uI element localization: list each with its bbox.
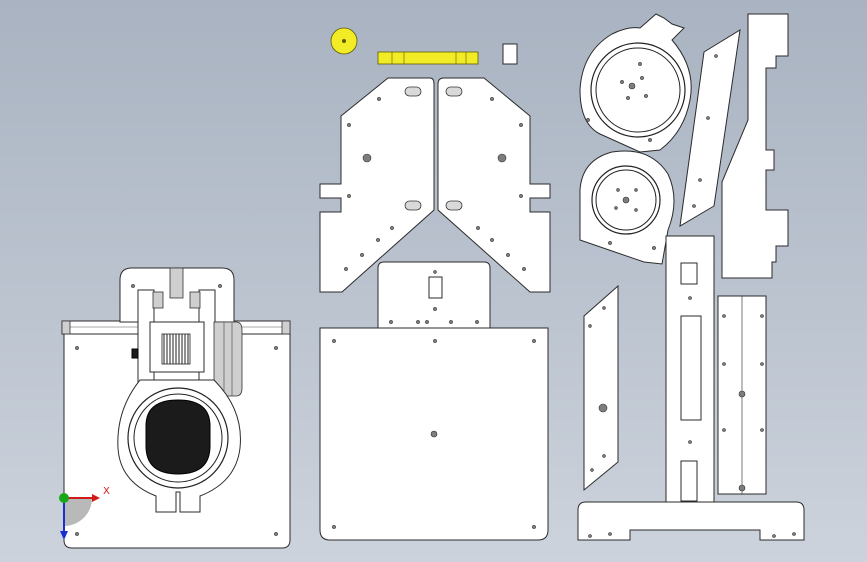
left-wing-plate[interactable] [319,77,435,293]
left-spacer [152,291,164,309]
y-axis-origin-icon [59,493,69,503]
post-window-3 [680,460,698,502]
assembly-view[interactable] [61,267,291,549]
small-block[interactable] [502,43,518,65]
diagonal-strip-lower[interactable] [583,284,619,492]
side-wheel[interactable] [213,321,243,397]
tall-notched-column[interactable] [721,13,789,279]
right-flat-parts[interactable] [577,13,805,541]
gear-teeth [161,333,191,365]
rail-end-left [61,320,71,335]
post-window-1 [680,262,698,285]
screw-head [131,348,139,359]
right-wing-plate[interactable] [437,77,551,293]
assembly-center-post [169,267,184,299]
right-spacer [189,291,201,309]
rail-end-right [281,320,291,335]
diagonal-strip-upper[interactable] [679,29,741,227]
yellow-bar[interactable] [377,51,479,65]
x-axis-label: X [103,486,110,497]
center-flat-parts[interactable] [319,77,551,541]
inner-dark-disc [145,399,211,475]
small-parts[interactable] [330,27,518,65]
axis-triad[interactable] [59,493,100,540]
mount-window [428,276,443,299]
post-window-2 [680,315,702,421]
base-foot[interactable] [577,501,805,541]
